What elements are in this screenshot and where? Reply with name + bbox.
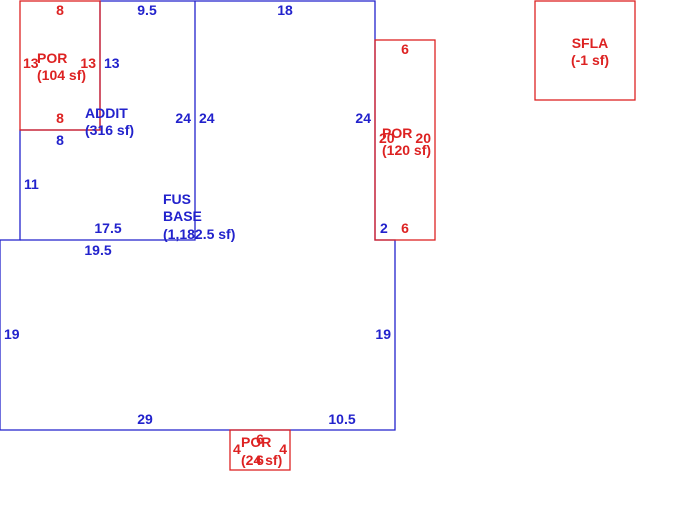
porch-top-left-label-1: POR	[37, 50, 67, 66]
dimension-label: 13	[80, 55, 96, 71]
porch-top-left-outline	[19, 0, 101, 131]
dimension-label: 24	[355, 110, 371, 126]
dimension-label: 19.5	[84, 242, 111, 258]
porch-outlines	[19, 0, 636, 471]
dimension-label: 20	[415, 130, 431, 146]
porch-bottom-outline	[229, 429, 291, 471]
dimension-label: 17.5	[94, 220, 121, 236]
porch-right-label-2: (120 sf)	[382, 142, 431, 158]
dimension-label: 6	[401, 220, 409, 236]
fus-base-label-3: (1,182.5 sf)	[163, 226, 235, 242]
dimension-label: 13	[23, 55, 39, 71]
dimension-label: 8	[56, 132, 64, 148]
dimension-label: 10.5	[328, 411, 355, 427]
dimension-label: 9.5	[137, 2, 157, 18]
fus-base-label-1: FUS	[163, 191, 191, 207]
area-labels: FUS BASE (1,182.5 sf) ADDIT (316 sf) POR…	[37, 35, 609, 468]
sfla-label-1: SFLA	[572, 35, 609, 51]
dimension-label: 19	[375, 326, 391, 342]
dimension-label: 11	[24, 176, 39, 192]
dimension-label: 8	[56, 110, 64, 126]
porch-bottom-label-2: (24 sf)	[241, 452, 282, 468]
dimension-label: 18	[277, 2, 293, 18]
porch-top-left-label-2: (104 sf)	[37, 67, 86, 83]
dimension-label: 29	[137, 411, 153, 427]
main-dimension-labels: 9.5 18 13 8 11 24 24 24 17.5 19.5 2 19 1…	[4, 2, 391, 427]
porch-bottom-label-1: POR	[241, 434, 271, 450]
addit-label-1: ADDIT	[85, 105, 128, 121]
dimension-label: 24	[175, 110, 191, 126]
dimension-label: 20	[379, 130, 395, 146]
dimension-label: 6	[401, 41, 409, 57]
dimension-label: 2	[380, 220, 388, 236]
dimension-label: 8	[56, 2, 64, 18]
dimension-label: 4	[279, 441, 287, 457]
addit-divider	[20, 1, 196, 241]
porch-right-label-1: POR	[382, 125, 412, 141]
dimension-label: 6	[256, 452, 264, 468]
dimension-label: 24	[199, 110, 215, 126]
porch-dimension-labels: 8 13 13 8 6 20 20 6 6 4 4 6	[23, 2, 431, 468]
dimension-label: 6	[256, 431, 264, 447]
fus-base-label-2: BASE	[163, 208, 202, 224]
dimension-label: 13	[104, 55, 120, 71]
dimension-label: 19	[4, 326, 20, 342]
sfla-label-2: (-1 sf)	[571, 52, 609, 68]
porch-right-outline	[374, 39, 436, 241]
addit-label-2: (316 sf)	[85, 122, 134, 138]
sfla-outline	[534, 0, 636, 101]
dimension-label: 4	[233, 441, 241, 457]
